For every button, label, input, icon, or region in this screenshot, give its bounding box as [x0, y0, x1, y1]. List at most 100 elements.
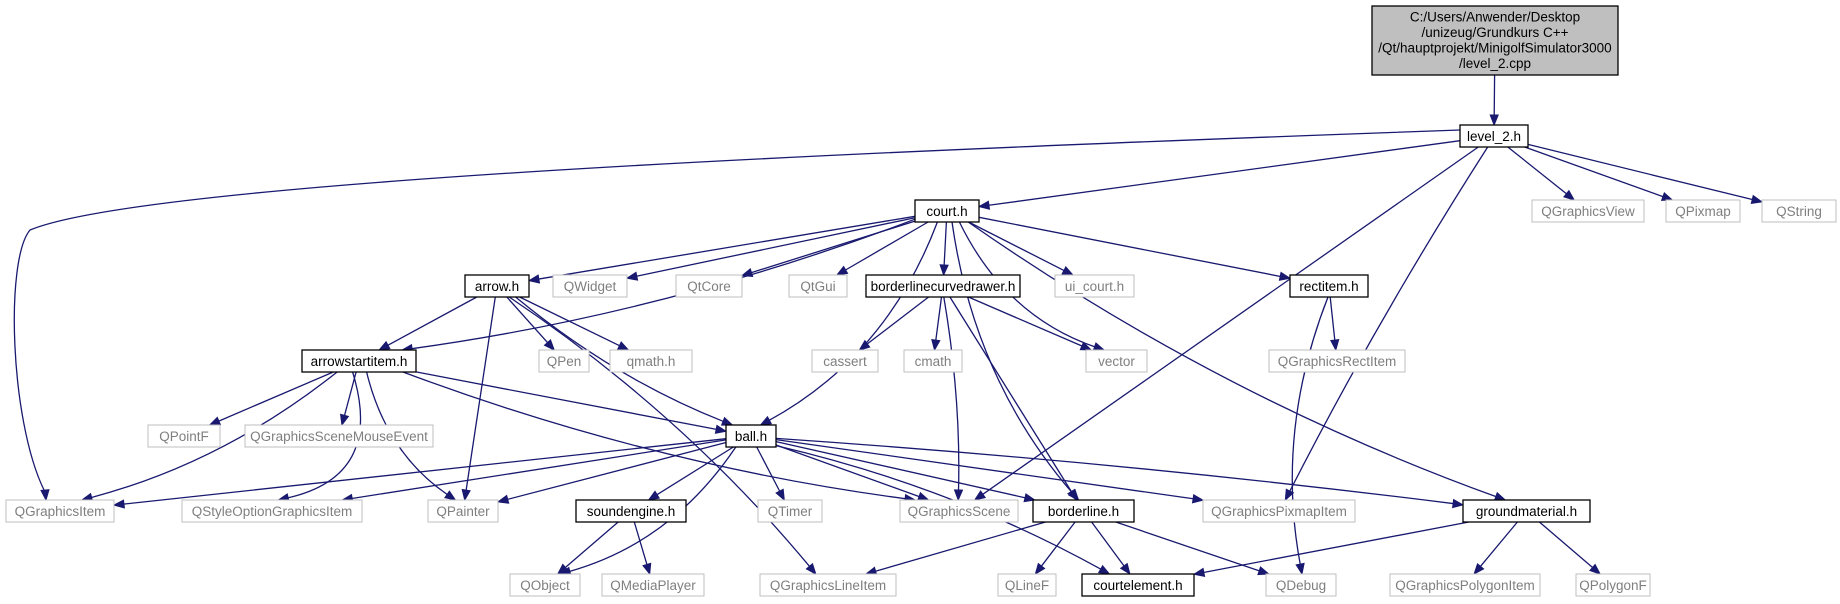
node-box — [147, 424, 221, 448]
node-ball-h[interactable]: ball.h — [725, 424, 777, 448]
node-QString: QString — [1761, 199, 1837, 223]
edge-root-to-level_2_h — [1489, 74, 1499, 127]
edge-soundengine_h-to-QObject — [556, 521, 619, 575]
node-box — [725, 424, 777, 448]
edge-ball_h-to-courtelement_h — [775, 444, 1111, 575]
node-QPen: QPen — [538, 349, 590, 373]
node-label: level_2.h — [1467, 129, 1521, 144]
node-label: ui_court.h — [1065, 279, 1124, 294]
node-arrow-h[interactable]: arrow.h — [464, 274, 530, 298]
node-label: QTimer — [768, 504, 813, 519]
node-label: QtCore — [687, 279, 731, 294]
node-QGraphicsView: QGraphicsView — [1531, 199, 1645, 223]
node-QStyleOptionGraphicsItem: QStyleOptionGraphicsItem — [181, 499, 363, 523]
edge-groundmaterial_h-to-courtelement_h — [1192, 521, 1469, 578]
edges-layer — [13, 74, 1764, 578]
node-label: QWidget — [564, 279, 617, 294]
edge-level_2_h-to-QGraphicsItem — [13, 129, 1461, 502]
node-label: court.h — [926, 204, 967, 219]
node-label: QLineF — [1005, 578, 1049, 593]
node-box — [601, 573, 705, 597]
edge-groundmaterial_h-to-QPolygonF — [1538, 521, 1602, 575]
node-box — [1371, 5, 1619, 76]
node-label: QGraphicsScene — [908, 504, 1011, 519]
edge-level_2_h-to-QString — [1527, 143, 1764, 204]
node-label: groundmaterial.h — [1476, 504, 1577, 519]
node-label: QGraphicsLineItem — [770, 578, 886, 593]
edge-arrow_h-to-arrowstartitem_h — [378, 296, 478, 351]
edge-court_h-to-ball_h — [759, 221, 939, 426]
node-label: QGraphicsPixmapItem — [1211, 504, 1347, 519]
node-arrowstartitem-h[interactable]: arrowstartitem.h — [301, 349, 417, 373]
node-label: QDebug — [1276, 578, 1326, 593]
node-label: arrow.h — [475, 279, 519, 294]
node-level-2-h[interactable]: level_2.h — [1459, 124, 1529, 148]
edge-arrow_h-to-QGraphicsLineItem — [508, 296, 817, 576]
edge-borderlinecurvedrawer_h-to-vector — [968, 296, 1093, 351]
node-QWidget: QWidget — [552, 274, 628, 298]
edge-ball_h-to-groundmaterial_h — [775, 437, 1465, 509]
edge-level_2_h-to-QGraphicsPixmapItem — [1284, 146, 1489, 502]
node-box — [1085, 349, 1148, 373]
node-box — [914, 199, 980, 223]
node-box — [675, 274, 743, 298]
node-box — [1761, 199, 1837, 223]
node-QGraphicsRectItem: QGraphicsRectItem — [1268, 349, 1406, 373]
node-ui-court-h: ui_court.h — [1054, 274, 1135, 298]
node-label: borderlinecurvedrawer.h — [871, 279, 1016, 294]
node-cassert: cassert — [811, 349, 879, 373]
node-box — [1202, 499, 1356, 523]
edge-rectitem_h-to-QGraphicsRectItem — [1329, 296, 1340, 352]
node-QGraphicsLineItem: QGraphicsLineItem — [759, 573, 897, 597]
edge-court_h-to-QtGui — [835, 221, 929, 276]
node-QPolygonF: QPolygonF — [1575, 573, 1651, 597]
node-QPixmap: QPixmap — [1665, 199, 1741, 223]
node-box — [1268, 349, 1406, 373]
node-vector: vector — [1085, 349, 1148, 373]
node-box — [1289, 274, 1369, 298]
node-QGraphicsSceneMouseEvent: QGraphicsSceneMouseEvent — [244, 424, 434, 448]
node-label: C:/Users/Anwender/Desktop — [1410, 10, 1580, 25]
edge-borderline_h-to-QLineF — [1034, 521, 1076, 576]
node-label: /level_2.cpp — [1459, 56, 1531, 71]
edge-arrow_h-to-qmath_h — [519, 296, 630, 351]
node-label: arrowstartitem.h — [311, 354, 408, 369]
node-courtelement-h[interactable]: courtelement.h — [1081, 573, 1195, 597]
edge-ball_h-to-QGraphicsPixmapItem — [775, 438, 1205, 504]
node-QtGui: QtGui — [788, 274, 848, 298]
node-box — [759, 573, 897, 597]
node-box — [181, 499, 363, 523]
edge-court_h-to-borderlinecurvedrawer_h — [939, 221, 949, 277]
edge-borderlinecurvedrawer_h-to-borderline_h — [949, 296, 1078, 502]
node-QGraphicsPolygonItem: QGraphicsPolygonItem — [1389, 573, 1541, 597]
node-box — [1462, 499, 1591, 523]
node-rectitem-h[interactable]: rectitem.h — [1289, 274, 1369, 298]
node-label: cmath — [915, 354, 952, 369]
node-borderlinecurvedrawer-h[interactable]: borderlinecurvedrawer.h — [865, 274, 1021, 298]
edge-ball_h-to-soundengine_h — [647, 446, 734, 501]
node-label: QGraphicsPolygonItem — [1395, 578, 1535, 593]
node-label: QString — [1776, 204, 1822, 219]
node-box — [899, 499, 1019, 523]
edge-court_h-to-QWidget — [625, 217, 916, 281]
node-box — [1459, 124, 1529, 148]
node-box — [1389, 573, 1541, 597]
node-box — [757, 499, 823, 523]
edge-court_h-to-ui_court_h — [968, 221, 1075, 276]
node-label: qmath.h — [627, 354, 676, 369]
edge-level_2_h-to-QGraphicsScene — [973, 146, 1479, 501]
node-court-h[interactable]: court.h — [914, 199, 980, 223]
node-groundmaterial-h[interactable]: groundmaterial.h — [1462, 499, 1591, 523]
node-label: vector — [1098, 354, 1135, 369]
node-borderline-h[interactable]: borderline.h — [1032, 499, 1135, 523]
node-QObject: QObject — [509, 573, 581, 597]
node-box — [997, 573, 1057, 597]
edge-arrow_h-to-QPainter — [461, 296, 496, 502]
edge-court_h-to-QtCore — [740, 220, 916, 277]
node-soundengine-h[interactable]: soundengine.h — [575, 499, 687, 523]
node-label: QGraphicsSceneMouseEvent — [250, 429, 428, 444]
edge-court_h-to-borderline_h — [951, 221, 1080, 502]
node-box — [1575, 573, 1651, 597]
node-root[interactable]: C:/Users/Anwender/Desktop/unizeug/Grundk… — [1371, 5, 1619, 76]
